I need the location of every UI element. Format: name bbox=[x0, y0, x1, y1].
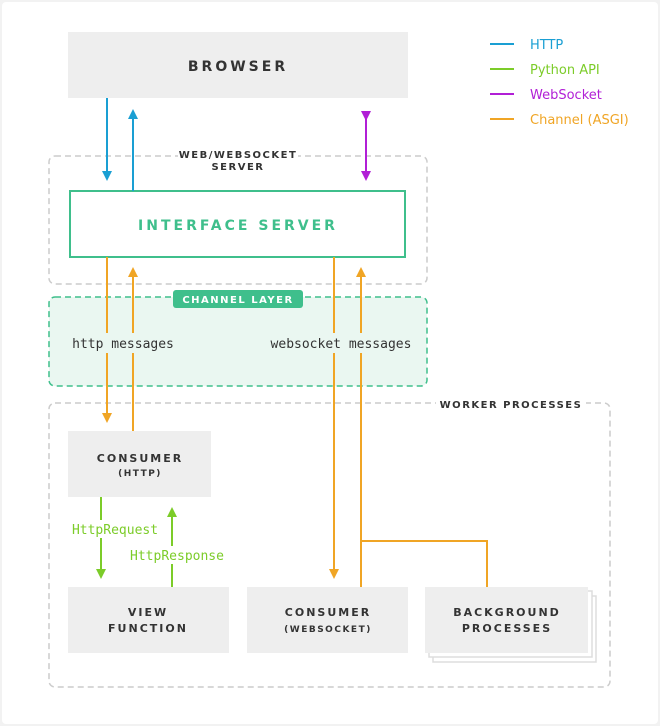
interface-server-box bbox=[69, 190, 406, 258]
channel-layer-label: CHANNEL LAYER bbox=[182, 295, 293, 306]
server-region-label-line1: WEB/WEBSOCKET bbox=[179, 150, 298, 161]
channel-layer-badge bbox=[173, 290, 303, 308]
background-processes-label-line2: PROCESSES bbox=[462, 622, 552, 635]
consumer-http-label-line2: (HTTP) bbox=[118, 469, 162, 479]
consumer-websocket-label-line1: CONSUMER bbox=[285, 606, 371, 619]
http-request-label-bg bbox=[70, 520, 160, 538]
websocket-messages-label-bg bbox=[268, 333, 414, 353]
http-response-label-bg bbox=[129, 546, 225, 564]
http-request-label: HttpRequest bbox=[72, 523, 158, 538]
browser-label: BROWSER bbox=[188, 59, 288, 75]
consumer-http-box bbox=[68, 431, 211, 497]
channel-background-connector bbox=[361, 540, 488, 587]
legend-label-python-api: Python API bbox=[530, 63, 600, 78]
worker-processes-label-bg bbox=[436, 396, 586, 412]
server-region-label-bg bbox=[178, 148, 298, 174]
view-function-box bbox=[68, 587, 229, 653]
legend: HTTP Python API WebSocket Channel (ASGI) bbox=[490, 38, 629, 128]
consumer-http-label-line1: CONSUMER bbox=[97, 452, 183, 465]
consumer-websocket-box bbox=[247, 587, 408, 653]
http-response-label: HttpResponse bbox=[130, 549, 224, 564]
http-messages-label: http messages bbox=[72, 337, 174, 352]
consumer-websocket-label-line2: (WEBSOCKET) bbox=[284, 625, 372, 635]
view-function-label-line1: VIEW bbox=[128, 606, 168, 619]
http-messages-label-bg bbox=[68, 333, 178, 353]
legend-label-websocket: WebSocket bbox=[530, 88, 602, 103]
background-processes-label-line1: BACKGROUND bbox=[453, 606, 561, 619]
legend-label-http: HTTP bbox=[530, 38, 563, 53]
view-function-label-line2: FUNCTION bbox=[108, 622, 188, 635]
worker-processes-region bbox=[48, 402, 611, 688]
server-region-label-line2: SERVER bbox=[211, 162, 264, 173]
interface-server-label: INTERFACE SERVER bbox=[138, 218, 338, 234]
worker-processes-label: WORKER PROCESSES bbox=[440, 400, 583, 411]
legend-label-channel: Channel (ASGI) bbox=[530, 113, 629, 128]
browser-box bbox=[68, 32, 408, 98]
websocket-messages-label: websocket messages bbox=[271, 337, 412, 352]
background-processes-box bbox=[425, 587, 588, 653]
